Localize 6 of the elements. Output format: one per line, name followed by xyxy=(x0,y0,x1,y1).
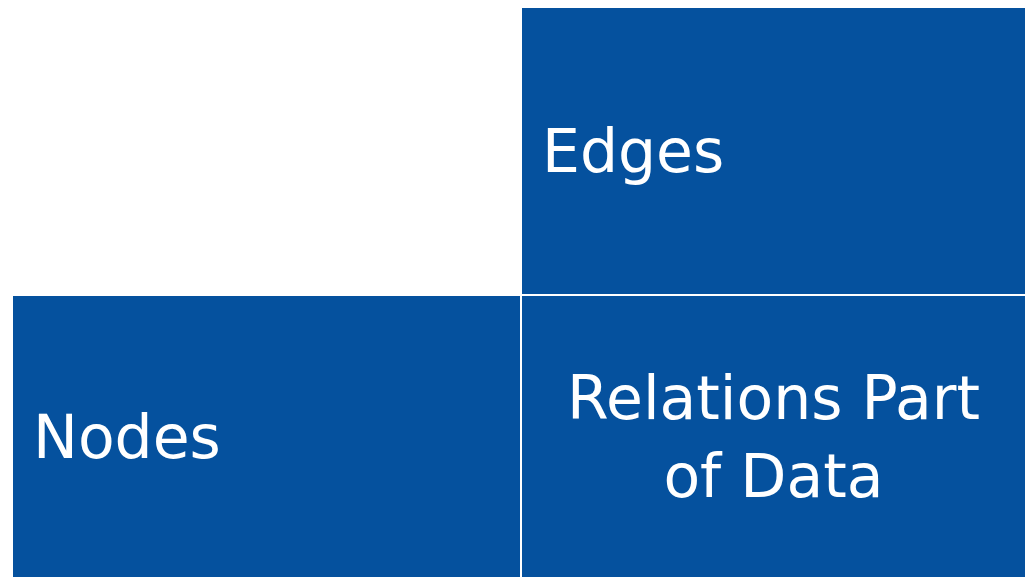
block-label: Nodes xyxy=(33,400,221,474)
text-block xyxy=(13,296,520,577)
block-label: Edges xyxy=(542,115,725,188)
block-label: Relations Part of Data xyxy=(565,361,982,513)
text-block xyxy=(522,8,1025,294)
text-block xyxy=(522,296,1025,577)
